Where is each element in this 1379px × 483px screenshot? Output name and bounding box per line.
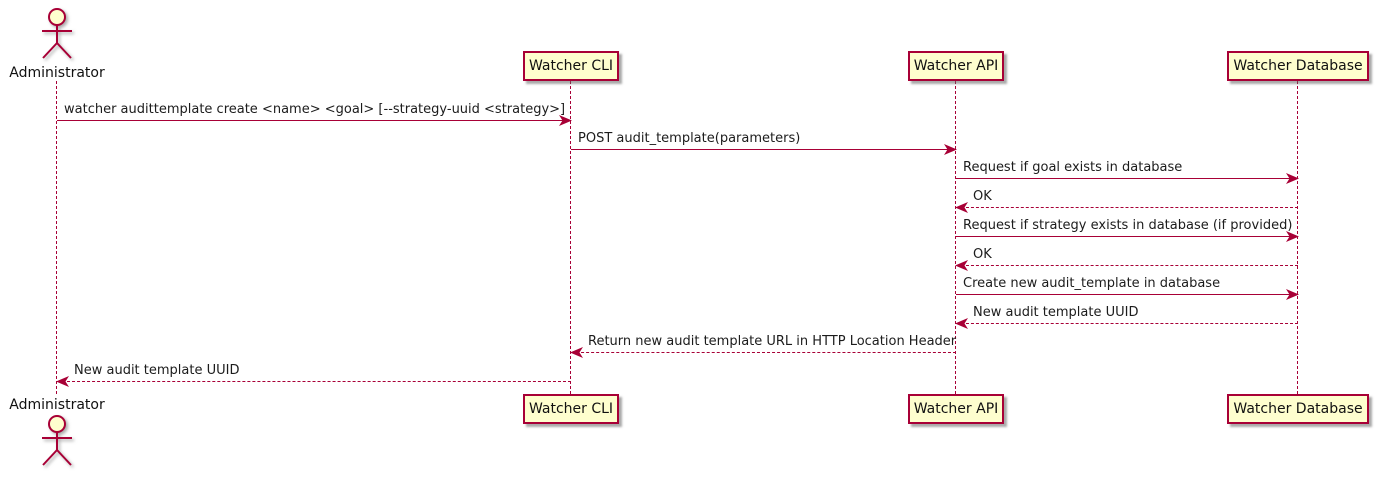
participant-watcher-cli-bottom: Watcher CLI (523, 394, 619, 424)
participant-label: Watcher Database (1233, 401, 1363, 417)
participant-watcher-cli-top: Watcher CLI (523, 51, 619, 81)
actor-administrator-top (34, 6, 80, 66)
message-7: Create new audit_template in database (956, 276, 1299, 306)
message-line (956, 207, 1298, 208)
message-line (571, 149, 956, 150)
message-label: Request if strategy exists in database (… (963, 218, 1293, 233)
participant-watcher-database-bottom: Watcher Database (1227, 394, 1369, 424)
message-2: POST audit_template(parameters) (571, 131, 957, 161)
message-line (956, 178, 1298, 179)
participant-label: Watcher CLI (528, 401, 614, 417)
message-label: OK (973, 189, 992, 204)
message-line (956, 294, 1298, 295)
message-label: Request if goal exists in database (963, 160, 1183, 175)
lifeline-watcher-database (1297, 81, 1298, 394)
lifeline-watcher-api (955, 81, 956, 394)
message-line (956, 265, 1298, 266)
message-5: Request if strategy exists in database (… (956, 218, 1299, 248)
message-1: watcher audittemplate create <name> <goa… (57, 102, 572, 132)
participant-label: Watcher API (913, 58, 999, 74)
actor-label-bottom: Administrator (9, 397, 105, 413)
arrowhead-icon (1286, 173, 1299, 184)
message-label: New audit template UUID (74, 363, 240, 378)
message-10: New audit template UUID (56, 363, 571, 393)
message-line (57, 120, 571, 121)
participant-watcher-api-top: Watcher API (908, 51, 1004, 81)
message-3: Request if goal exists in database (956, 160, 1299, 190)
message-label: OK (973, 247, 992, 262)
message-8: New audit template UUID (955, 305, 1298, 335)
lifeline-administrator (56, 81, 57, 394)
message-label: Create new audit_template in database (963, 276, 1221, 291)
participant-label: Watcher Database (1233, 58, 1363, 74)
actor-icon (42, 8, 72, 59)
arrowhead-icon (559, 115, 572, 126)
arrowhead-icon (1286, 289, 1299, 300)
arrowhead-icon (955, 260, 968, 271)
message-label: Return new audit template URL in HTTP Lo… (588, 334, 957, 349)
message-6: OK (955, 247, 1298, 277)
arrowhead-icon (56, 376, 69, 387)
participant-label: Watcher CLI (528, 58, 614, 74)
message-line (956, 236, 1298, 237)
message-9: Return new audit template URL in HTTP Lo… (570, 334, 957, 364)
message-4: OK (955, 189, 1298, 219)
message-line (57, 381, 571, 382)
arrowhead-icon (944, 144, 957, 155)
arrowhead-icon (570, 347, 583, 358)
message-line (571, 352, 956, 353)
arrowhead-icon (1286, 231, 1299, 242)
participant-watcher-database-top: Watcher Database (1227, 51, 1369, 81)
actor-administrator-bottom (34, 413, 80, 473)
arrowhead-icon (955, 202, 968, 213)
message-line (956, 323, 1298, 324)
lifeline-watcher-cli (570, 81, 571, 394)
participant-watcher-api-bottom: Watcher API (908, 394, 1004, 424)
participant-label: Watcher API (913, 401, 999, 417)
message-label: POST audit_template(parameters) (578, 131, 801, 146)
message-label: watcher audittemplate create <name> <goa… (64, 102, 566, 117)
actor-icon (42, 415, 72, 466)
actor-label-top: Administrator (9, 65, 105, 81)
arrowhead-icon (955, 318, 968, 329)
message-label: New audit template UUID (973, 305, 1139, 320)
